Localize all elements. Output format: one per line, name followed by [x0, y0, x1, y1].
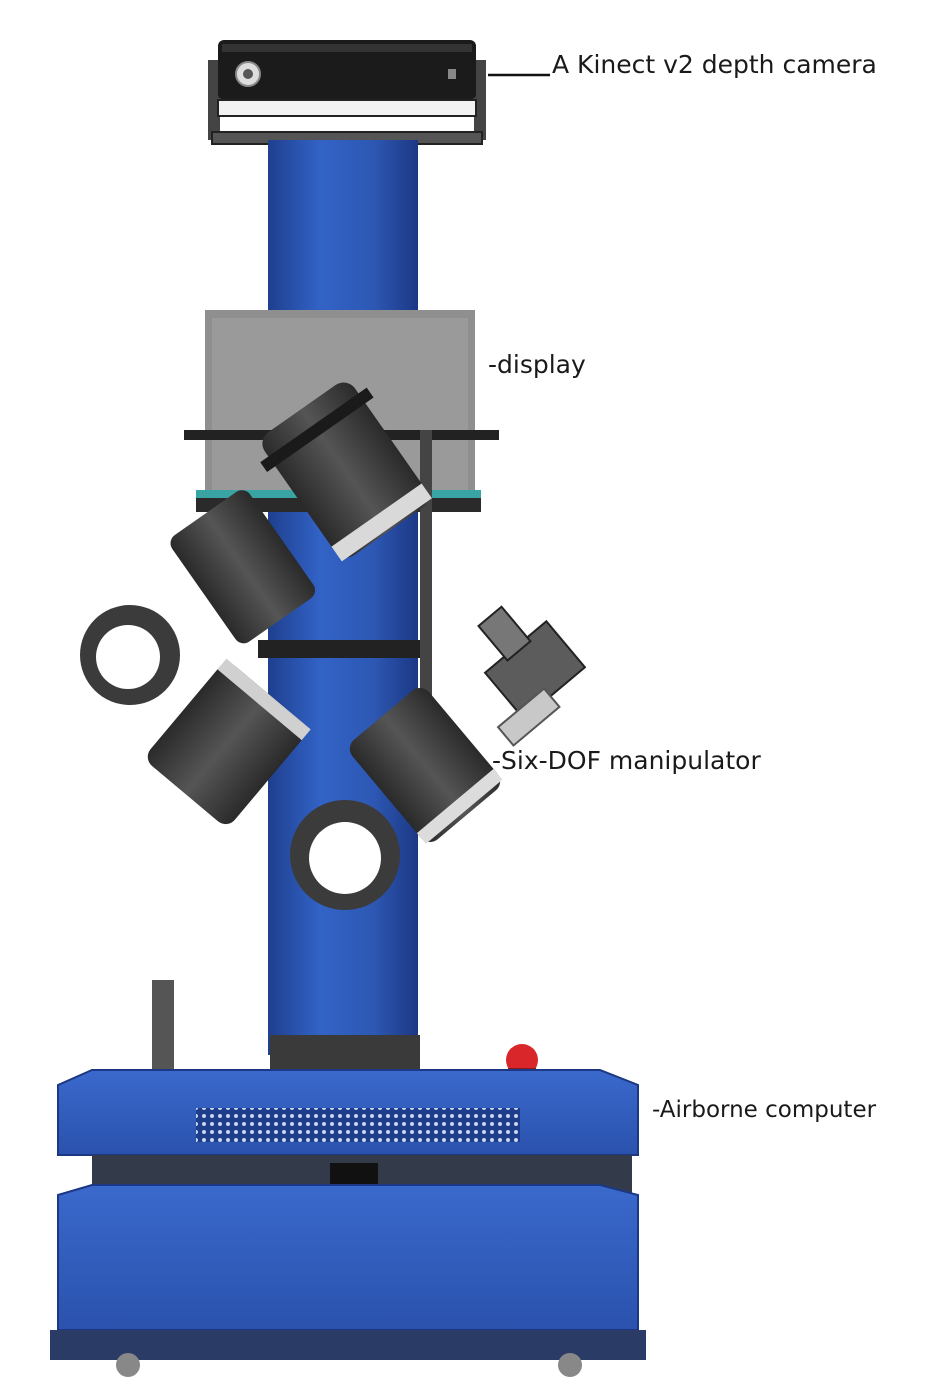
six-dof-manipulator [80, 382, 587, 910]
camera-label: A Kinect v2 depth camera [552, 50, 877, 79]
computer-label: -Airborne computer [652, 1097, 877, 1123]
manipulator-label: -Six-DOF manipulator [492, 746, 761, 775]
mobile-base [50, 980, 646, 1377]
display-label: -display [488, 350, 586, 379]
kinect-camera [208, 40, 486, 145]
arm-support-bracket [258, 430, 432, 750]
